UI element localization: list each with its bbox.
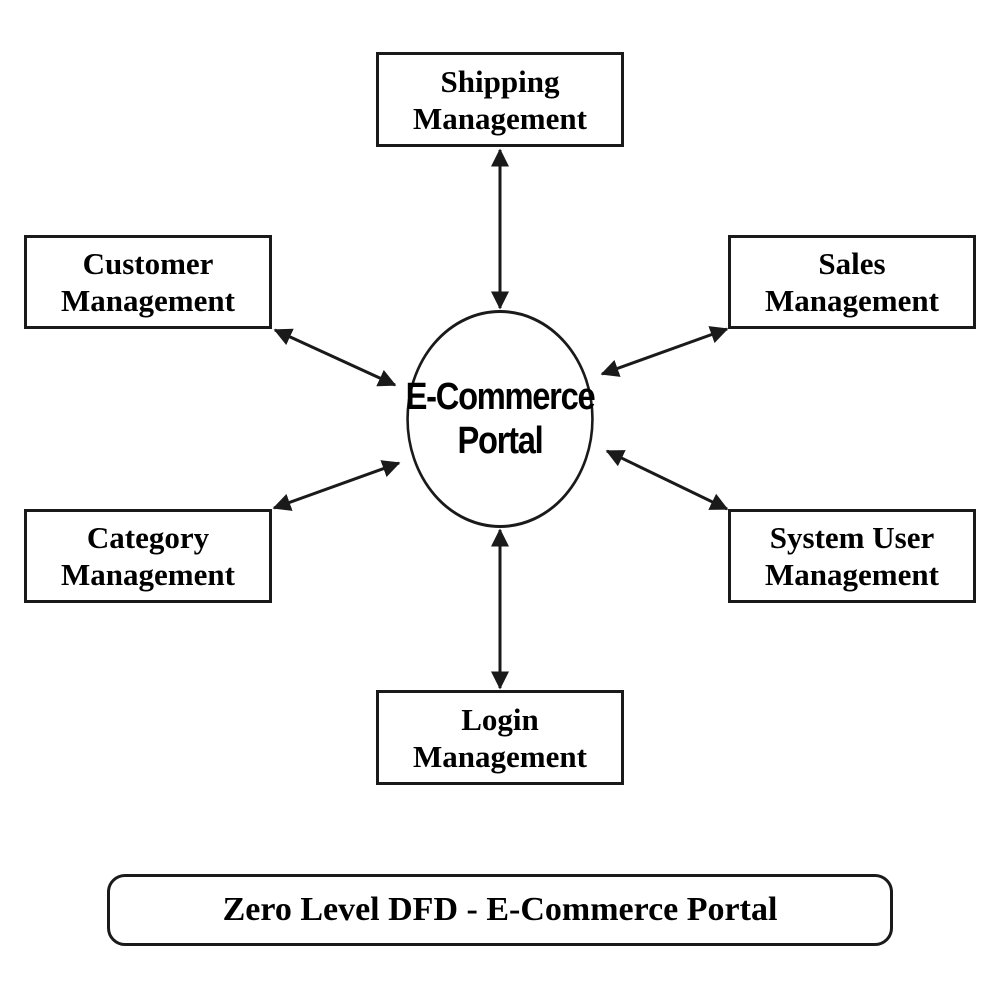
process-ecommerce-portal: E-Commerce Portal (405, 310, 596, 528)
node-sales-management: Sales Management (728, 235, 976, 329)
node-label-line2: Management (413, 100, 587, 136)
flow-arrow-system-user (605, 449, 729, 511)
node-label-line1: Customer (82, 246, 214, 281)
flow-arrow-sales (600, 326, 729, 377)
node-label-line1: Sales (818, 246, 886, 281)
node-label-line1: System User (769, 520, 935, 555)
node-system-user-management: System User Management (728, 509, 976, 603)
diagram-caption: Zero Level DFD - E-Commerce Portal (107, 874, 893, 946)
node-label-line1: Shipping (440, 63, 560, 99)
node-label-line1: Category (86, 520, 210, 555)
node-label-line2: Management (765, 283, 939, 318)
node-login-management: Login Management (376, 690, 624, 785)
node-label-line2: Management (61, 283, 235, 318)
process-label-line1: E-Commerce (405, 376, 596, 418)
node-label-line2: Management (765, 557, 939, 592)
node-label-line2: Management (61, 557, 235, 592)
node-customer-management: Customer Management (24, 235, 272, 329)
node-label-line2: Management (413, 738, 587, 774)
node-label-line1: Login (461, 701, 539, 737)
flow-arrow-customer (273, 328, 397, 387)
node-category-management: Category Management (24, 509, 272, 603)
flow-arrow-category (272, 460, 401, 511)
node-shipping-management: Shipping Management (376, 52, 624, 147)
process-label-line2: Portal (457, 420, 544, 462)
